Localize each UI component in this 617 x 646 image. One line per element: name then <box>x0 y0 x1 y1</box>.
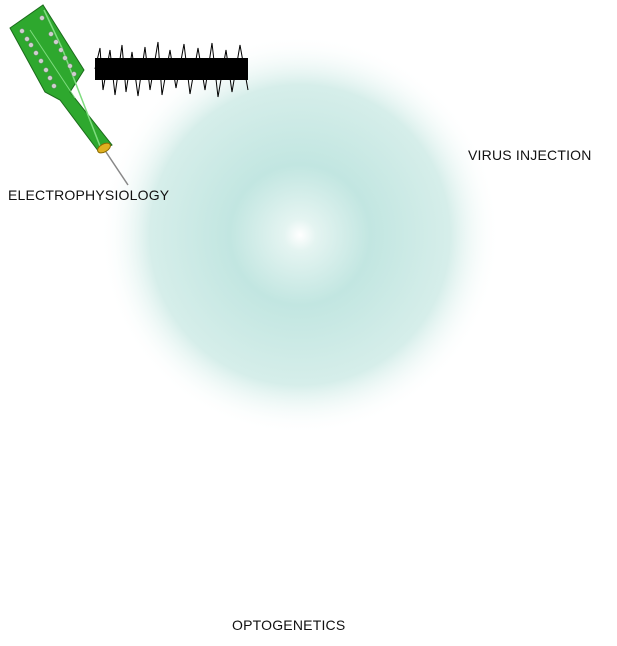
electrophysiology-label: ELECTROPHYSIOLOGY <box>8 187 170 203</box>
background-glow <box>95 25 505 435</box>
neural-recording-trace-icon <box>94 41 249 98</box>
optogenetics-label: OPTOGENETICS <box>232 617 346 633</box>
silicon-probe-icon <box>9 4 129 186</box>
virus-injection-label: VIRUS INJECTION <box>468 147 592 163</box>
